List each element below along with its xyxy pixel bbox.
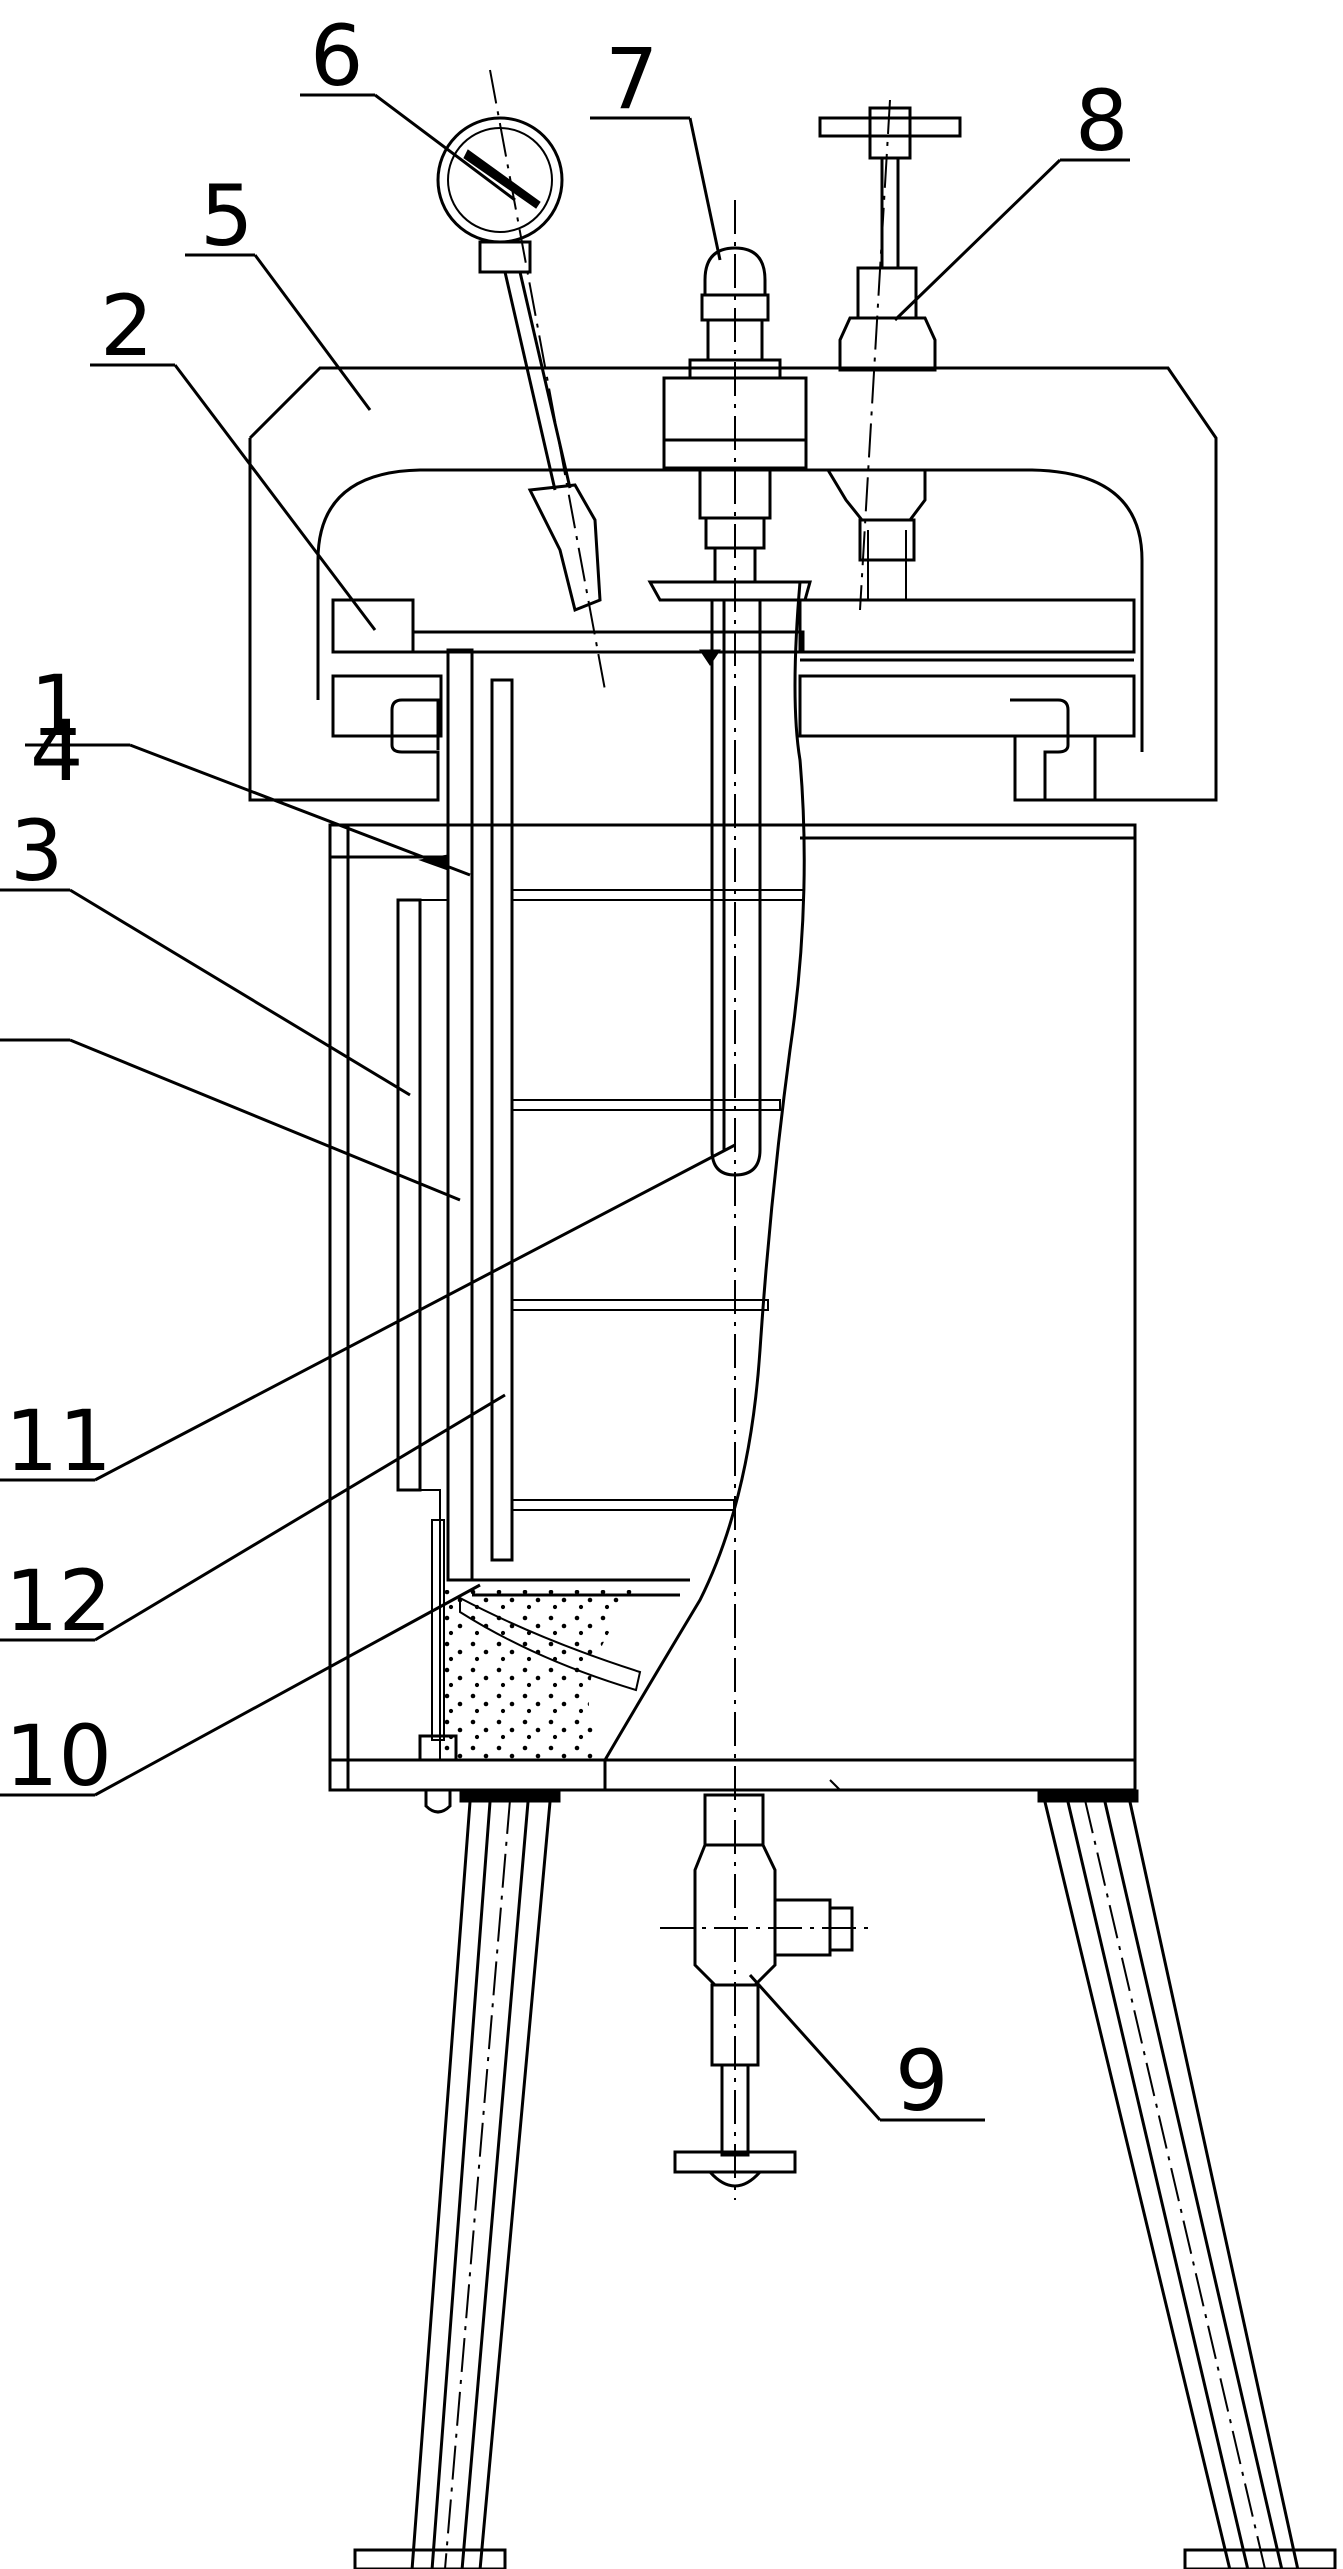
callout-6: 6: [310, 7, 363, 105]
callout-4: 4: [30, 702, 83, 800]
leader-lines: [0, 93, 1130, 2122]
callout-5: 5: [200, 167, 253, 265]
callouts: 1 2 3 4 5 6 7 8 9 10 11 12: [5, 7, 1128, 2130]
callout-7: 7: [605, 30, 658, 128]
callout-2: 2: [100, 277, 153, 375]
pressure-gauge-6: [436, 116, 602, 613]
valve-8: [818, 106, 962, 600]
callout-12: 12: [5, 1552, 112, 1650]
callout-11: 11: [5, 1392, 112, 1490]
legs: [353, 1789, 1337, 2569]
callout-8: 8: [1075, 72, 1128, 170]
vessel-body: [328, 581, 1137, 1814]
callout-1: 1: [30, 657, 83, 755]
valve-7: [662, 246, 808, 584]
callout-9: 9: [895, 2032, 948, 2130]
lid-plates: [331, 580, 1136, 802]
callout-3: 3: [10, 802, 63, 900]
callout-10: 10: [5, 1707, 112, 1805]
centerlines: [444, 69, 1266, 2569]
